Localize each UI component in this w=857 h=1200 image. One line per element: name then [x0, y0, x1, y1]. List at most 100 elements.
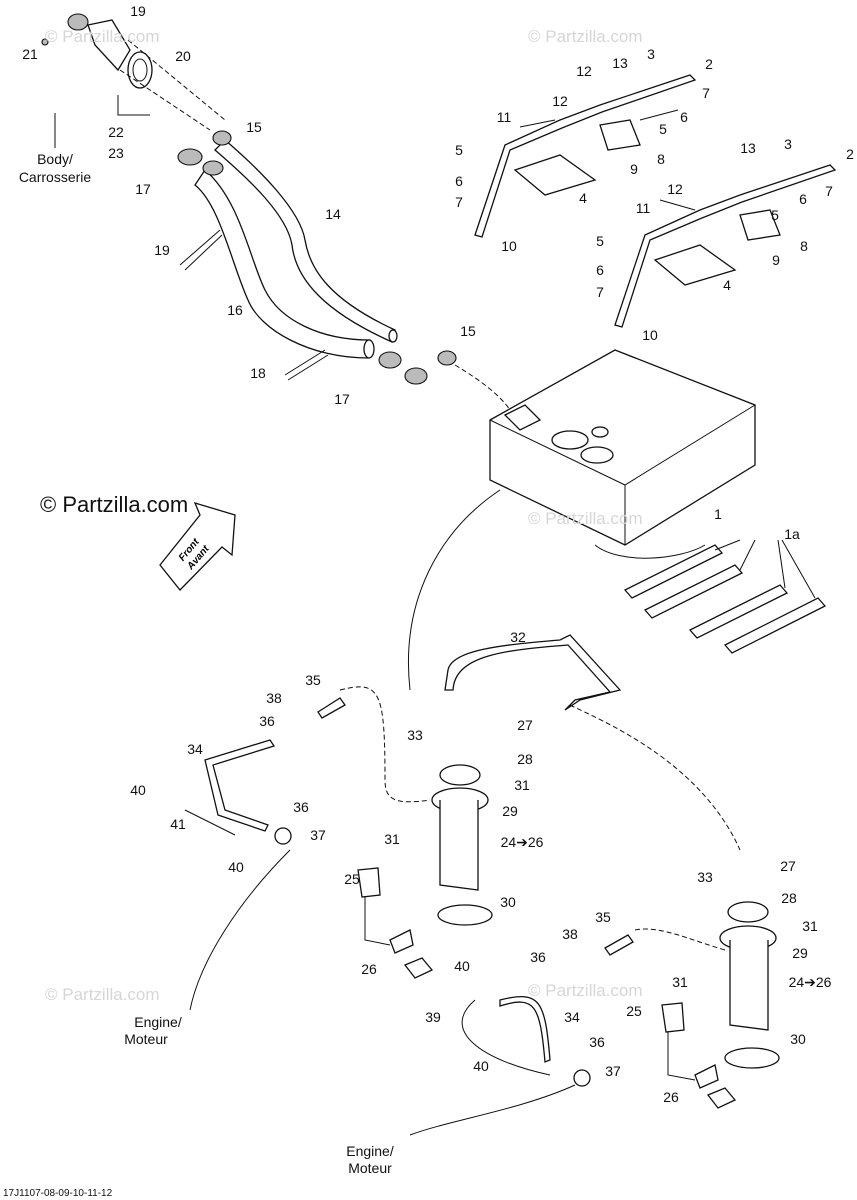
diagram-code: 17J1107-08-09-10-11-12	[3, 1188, 113, 1199]
callout-24-26: 24➔26	[501, 834, 544, 850]
callout-7: 7	[702, 85, 710, 101]
body-note: Body/	[37, 151, 73, 167]
partzilla-watermark: © Partzilla.com	[40, 492, 188, 517]
callout-17: 17	[334, 391, 350, 407]
fuel-lines	[184, 489, 741, 1136]
notes: Body/ Carrosserie Engine/ Moteur Engine/…	[19, 151, 394, 1176]
engine-note: Engine/	[134, 1014, 182, 1030]
fill-hoses	[177, 130, 511, 411]
callout-33: 33	[407, 727, 423, 743]
callout-30: 30	[500, 894, 516, 910]
callout-31: 31	[672, 974, 688, 990]
callout-36: 36	[530, 949, 546, 965]
callout-26: 26	[663, 1089, 679, 1105]
watermark: © Partzilla.com	[528, 509, 643, 528]
callout-35: 35	[305, 672, 321, 688]
callout-28: 28	[517, 751, 533, 767]
callout-35: 35	[595, 909, 611, 925]
callout-25: 25	[344, 871, 360, 887]
callout-31: 31	[514, 777, 530, 793]
callout-38: 38	[562, 926, 578, 942]
callout-23: 23	[108, 145, 124, 161]
callout-5: 5	[771, 207, 779, 223]
callout-30: 30	[790, 1031, 806, 1047]
callout-3: 3	[647, 46, 655, 62]
callout-29: 29	[502, 803, 518, 819]
callout-7: 7	[596, 284, 604, 300]
callout-6: 6	[799, 191, 807, 207]
callout-15: 15	[246, 119, 262, 135]
callout-5: 5	[596, 233, 604, 249]
callout-11: 11	[636, 200, 651, 216]
callout-40: 40	[454, 958, 470, 974]
callout-34: 34	[564, 1009, 580, 1025]
callout-1: 1	[714, 506, 722, 522]
watermark: © Partzilla.com	[45, 27, 160, 46]
callout-28: 28	[781, 890, 797, 906]
callout-10: 10	[501, 238, 517, 254]
callout-36: 36	[259, 713, 275, 729]
callout-8: 8	[657, 151, 665, 167]
callout-6: 6	[680, 109, 688, 125]
callout-34: 34	[187, 741, 203, 757]
callout-7: 7	[825, 183, 833, 199]
callout-17: 17	[135, 181, 151, 197]
callout-41: 41	[170, 816, 186, 832]
callout-36: 36	[293, 799, 309, 815]
callout-21: 21	[22, 46, 38, 62]
carrosserie-note: Carrosserie	[19, 169, 92, 185]
callout-9: 9	[630, 161, 638, 177]
callout-29: 29	[792, 945, 808, 961]
callout-38: 38	[266, 690, 282, 706]
callout-19: 19	[154, 242, 170, 258]
callout-4: 4	[723, 277, 731, 293]
callout-2: 2	[705, 56, 713, 72]
callout-25: 25	[626, 1003, 642, 1019]
callout-32: 32	[510, 629, 526, 645]
filler-neck	[41, 13, 226, 148]
callout-20: 20	[175, 48, 191, 64]
callout-40: 40	[473, 1058, 489, 1074]
front-direction-arrow	[159, 501, 236, 591]
callout-3: 3	[784, 136, 792, 152]
callout-10: 10	[642, 327, 658, 343]
callout-6: 6	[455, 173, 463, 189]
callout-11: 11	[497, 109, 512, 125]
tank-straps	[474, 74, 837, 328]
callout-24-26: 24➔26	[789, 974, 832, 990]
callout-13: 13	[612, 55, 628, 71]
fuel-pump-assembly-1	[357, 764, 493, 979]
callout-5: 5	[455, 142, 463, 158]
callout-22: 22	[108, 124, 124, 140]
callout-16: 16	[227, 302, 243, 318]
callout-40: 40	[130, 782, 146, 798]
callout-36: 36	[589, 1034, 605, 1050]
watermark: © Partzilla.com	[45, 985, 160, 1004]
callout-12: 12	[552, 93, 568, 109]
tank-pads	[623, 539, 827, 654]
diagram-drawing	[41, 13, 837, 1136]
callout-8: 8	[800, 238, 808, 254]
callout-12: 12	[576, 63, 592, 79]
callout-37: 37	[605, 1063, 621, 1079]
callout-7: 7	[455, 194, 463, 210]
callout-15: 15	[460, 323, 476, 339]
callout-18: 18	[250, 365, 266, 381]
callout-14: 14	[325, 206, 341, 222]
callout-4: 4	[579, 190, 587, 206]
callout-37: 37	[310, 827, 326, 843]
callout-5: 5	[659, 121, 667, 137]
moteur-note: Moteur	[124, 1031, 168, 1047]
callout-33: 33	[697, 869, 713, 885]
watermarks: © Partzilla.com © Partzilla.com © Partzi…	[40, 27, 643, 1004]
fuel-pump-assembly-2	[661, 901, 780, 1109]
fuel-tank	[489, 349, 756, 559]
callout-31: 31	[384, 831, 400, 847]
callout-27: 27	[780, 858, 796, 874]
watermark: © Partzilla.com	[528, 27, 643, 46]
moteur-note: Moteur	[348, 1160, 392, 1176]
callout-39: 39	[425, 1009, 441, 1025]
callout-1a: 1a	[784, 526, 800, 542]
